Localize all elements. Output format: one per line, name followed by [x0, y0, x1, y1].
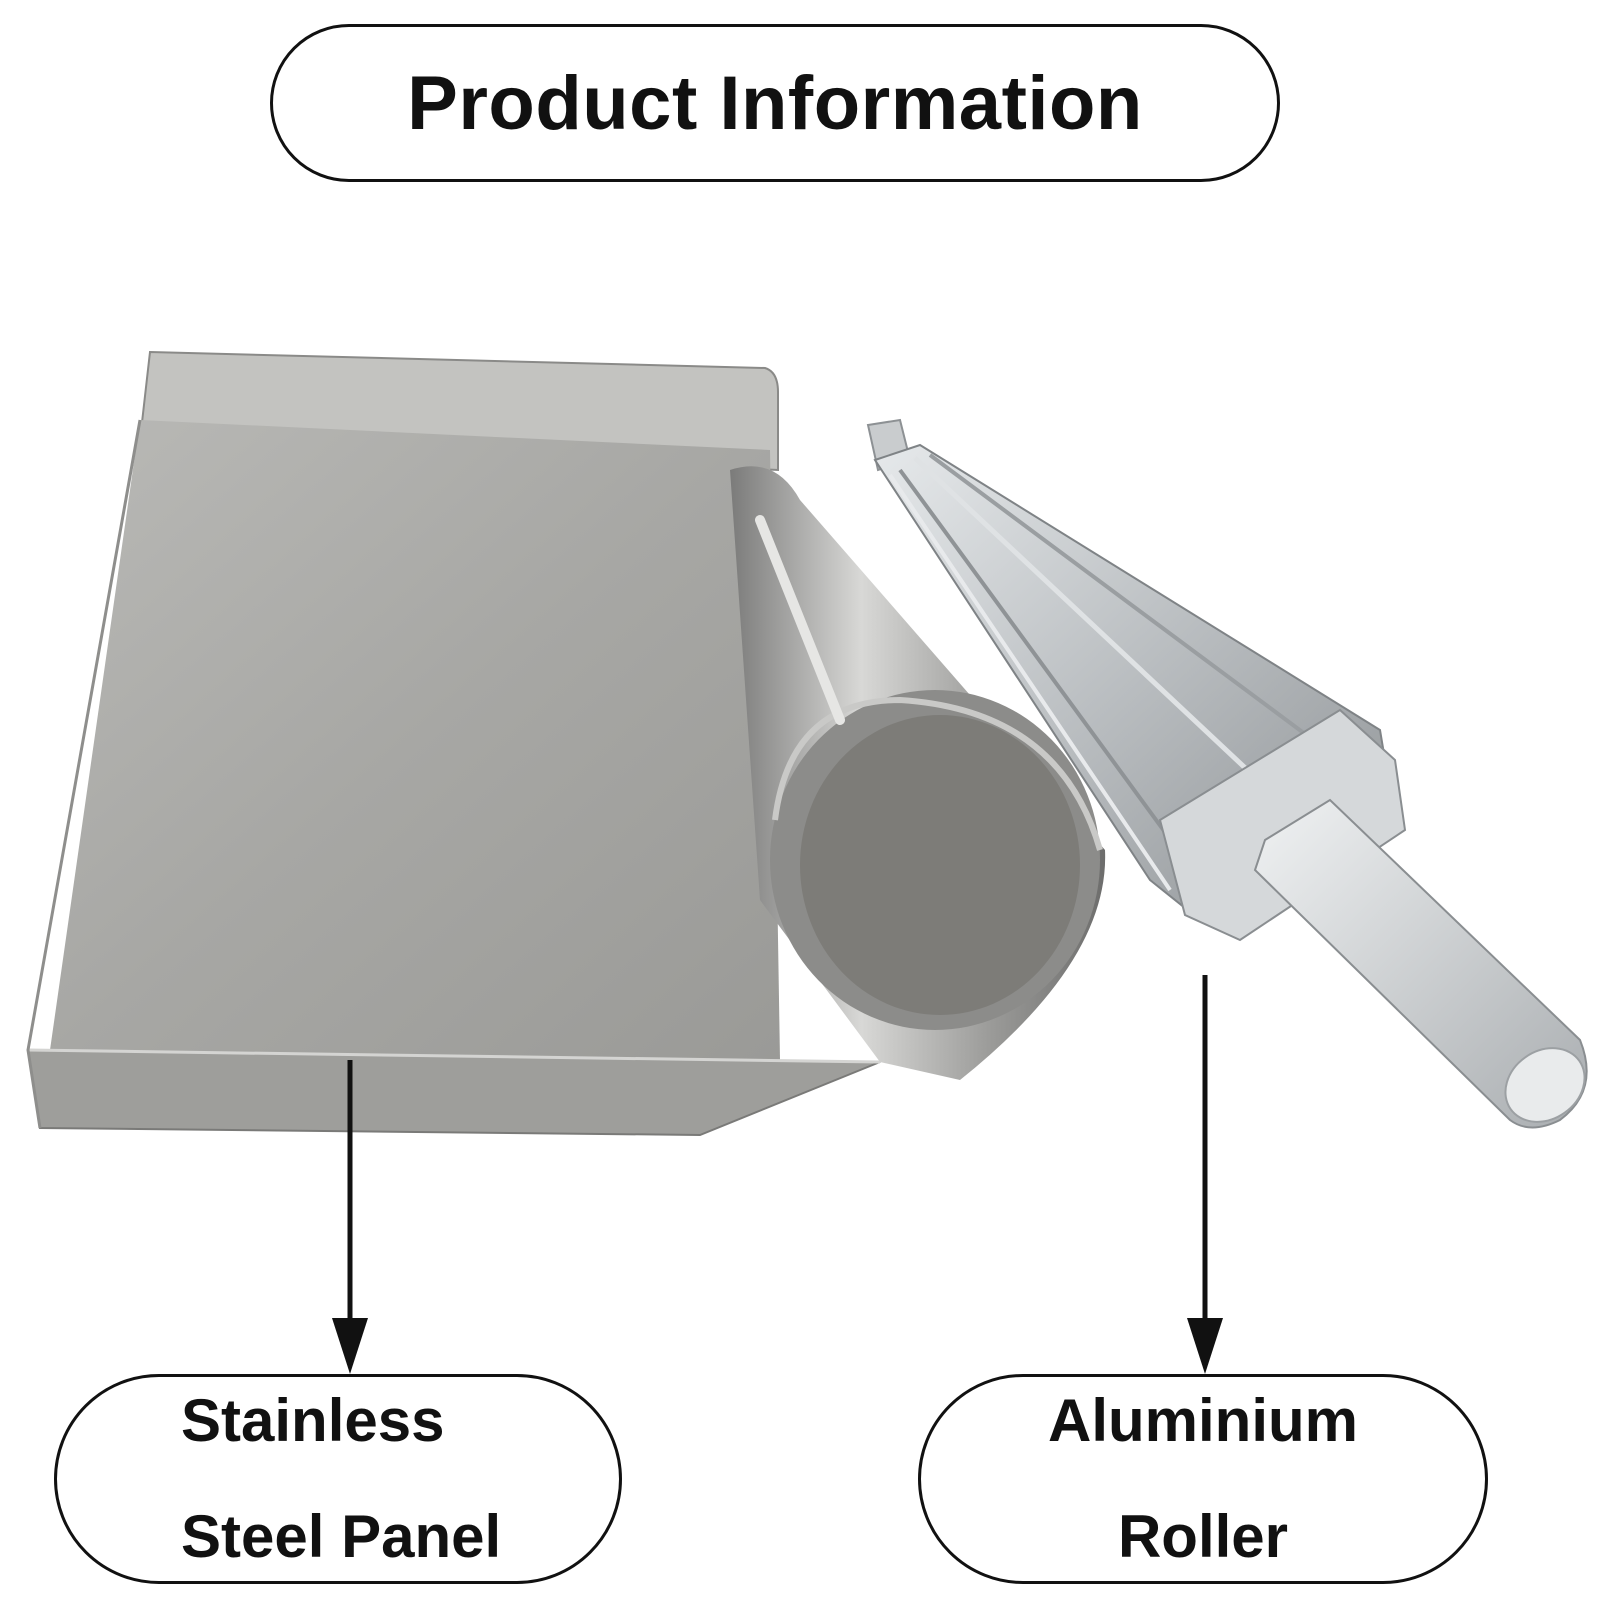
aluminium-roller-label: Aluminium Roller — [918, 1374, 1488, 1584]
steel-panel-pointer-arrow — [332, 1060, 368, 1374]
label-line: Steel Panel — [181, 1503, 502, 1570]
label-line: Stainless — [181, 1387, 445, 1454]
title-pill: Product Information — [270, 24, 1280, 182]
stainless-steel-panel — [26, 350, 1106, 1137]
label-line: Aluminium — [1048, 1387, 1358, 1454]
stainless-steel-label: Stainless Steel Panel — [54, 1374, 622, 1584]
aluminium-roller — [866, 418, 1588, 1129]
roller-pointer-arrow — [1187, 975, 1223, 1374]
label-line: Roller — [1117, 1503, 1289, 1570]
page-title: Product Information — [407, 60, 1143, 146]
